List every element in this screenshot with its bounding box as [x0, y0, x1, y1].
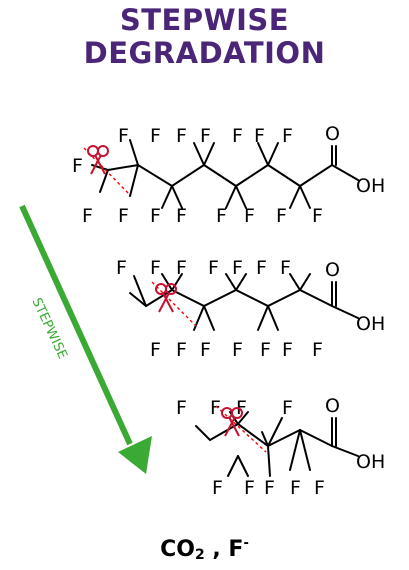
title-line-2: DEGRADATION — [83, 36, 326, 70]
atom-label: F — [312, 205, 323, 227]
atom-label: F — [232, 125, 243, 147]
atom-label: F — [200, 125, 211, 147]
co2-subscript: 2 — [194, 547, 205, 563]
atom-label: F — [150, 125, 161, 147]
arrow-label: STEPWISE — [29, 296, 70, 362]
arrow-head-icon — [118, 436, 152, 474]
atom-label: F — [116, 257, 127, 279]
atom-label: O — [325, 123, 340, 145]
atom-label: F — [216, 205, 227, 227]
atom-label: F — [176, 339, 187, 361]
atom-label: F — [150, 339, 161, 361]
atom-label: F — [254, 125, 265, 147]
atom-label: F — [290, 477, 301, 499]
atom-label: OH — [356, 313, 385, 335]
atom-label: F — [118, 205, 129, 227]
atom-label: F — [264, 477, 275, 499]
fluoride-label: F — [228, 537, 244, 562]
atom-label: F — [312, 339, 323, 361]
atom-label: F — [72, 155, 83, 177]
atom-label: F — [176, 125, 187, 147]
atom-label: F — [200, 339, 211, 361]
atom-label: F — [282, 397, 293, 419]
atom-label: F — [236, 397, 247, 419]
atom-label: F — [176, 397, 187, 419]
co2-label: CO — [160, 537, 195, 562]
molecule-3: F F F F F F F F F O OH — [176, 395, 385, 499]
atom-label: F — [232, 339, 243, 361]
atom-label: F — [280, 257, 291, 279]
products: CO2 , F- — [0, 536, 409, 563]
atom-label: F — [150, 257, 161, 279]
page-title: STEPWISE DEGRADATION — [0, 4, 409, 70]
atom-label: OH — [356, 175, 385, 197]
product-separator: , — [204, 537, 229, 562]
atom-label: F — [118, 125, 129, 147]
atom-label: F — [208, 257, 219, 279]
atom-label: F — [210, 397, 221, 419]
atom-label: O — [325, 259, 340, 281]
atom-label: F — [176, 205, 187, 227]
atom-label: F — [232, 257, 243, 279]
title-line-1: STEPWISE — [119, 3, 290, 37]
atom-label: O — [325, 395, 340, 417]
atom-label: F — [150, 205, 161, 227]
atom-label: F — [260, 339, 271, 361]
molecule-1: F F F F F F F F F F F F F F F F O OH — [72, 123, 385, 227]
atom-label: F — [212, 477, 223, 499]
atom-label: F — [314, 477, 325, 499]
stepwise-arrow: STEPWISE — [19, 204, 152, 474]
fluoride-charge: - — [243, 536, 249, 551]
atom-label: F — [244, 477, 255, 499]
atom-label: F — [282, 125, 293, 147]
atom-label: F — [282, 339, 293, 361]
atom-label: OH — [356, 451, 385, 473]
atom-label: F — [256, 257, 267, 279]
atom-label: F — [276, 205, 287, 227]
atom-label: F — [244, 205, 255, 227]
molecule-2: F F F F F F F F F F F F F F O OH — [116, 257, 385, 361]
atom-label: F — [82, 205, 93, 227]
atom-label: F — [176, 257, 187, 279]
